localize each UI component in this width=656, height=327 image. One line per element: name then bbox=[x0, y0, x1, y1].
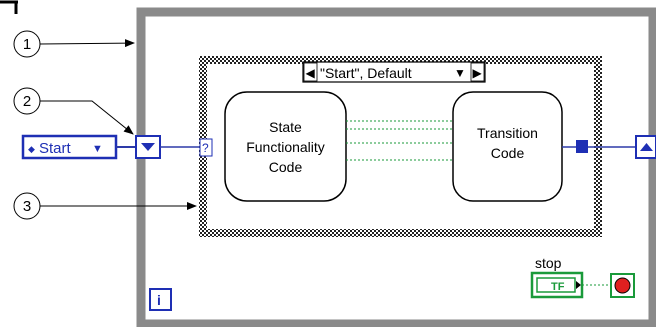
case-prev-button[interactable]: ◀ bbox=[303, 62, 318, 82]
state-line-1: State bbox=[269, 119, 302, 135]
stop-label: stop bbox=[535, 255, 562, 271]
shift-register-right bbox=[635, 135, 656, 159]
stop-boolean-control[interactable]: TF bbox=[530, 271, 584, 299]
enum-increment-icon[interactable]: ◆ bbox=[28, 144, 35, 154]
iteration-terminal: i bbox=[149, 288, 172, 311]
corner-mark bbox=[0, 0, 18, 14]
enum-constant[interactable]: ◆ Start ▼ bbox=[21, 134, 118, 160]
callout-1: 1 bbox=[13, 30, 135, 58]
loop-condition-terminal bbox=[610, 273, 635, 298]
case-selector-label: ◀ "Start", Default ▼ ▶ bbox=[302, 61, 486, 83]
case-next-button[interactable]: ▶ bbox=[470, 62, 485, 82]
iteration-terminal-label: i bbox=[157, 292, 161, 308]
callout-3: 3 bbox=[13, 192, 197, 220]
state-functionality-block: State Functionality Code bbox=[224, 91, 347, 202]
output-tunnel bbox=[576, 140, 588, 153]
while-loop-border bbox=[136, 7, 656, 327]
selector-terminal-label: ? bbox=[202, 141, 209, 155]
callout-2: 2 bbox=[13, 87, 134, 135]
shift-register-left bbox=[135, 135, 161, 159]
state-line-2: Functionality bbox=[246, 139, 325, 155]
case-selector-terminal: ? bbox=[199, 138, 213, 157]
case-prev-icon: ◀ bbox=[306, 66, 316, 80]
case-selector-text: "Start", Default bbox=[320, 65, 412, 81]
transition-line-2: Code bbox=[491, 145, 525, 161]
case-dropdown-icon[interactable]: ▼ bbox=[454, 66, 466, 80]
transition-code-block: Transition Code bbox=[452, 91, 563, 202]
enum-value: Start bbox=[39, 140, 72, 157]
case-next-icon: ▶ bbox=[473, 66, 483, 80]
transition-line-1: Transition bbox=[477, 125, 538, 141]
callout-3-number: 3 bbox=[23, 198, 31, 215]
dotted-connections bbox=[346, 120, 453, 161]
state-line-3: Code bbox=[269, 159, 303, 175]
callout-1-number: 1 bbox=[23, 36, 31, 53]
callout-2-number: 2 bbox=[23, 93, 31, 110]
enum-dropdown-icon[interactable]: ▼ bbox=[92, 143, 103, 155]
stop-tf-label: TF bbox=[551, 281, 565, 293]
